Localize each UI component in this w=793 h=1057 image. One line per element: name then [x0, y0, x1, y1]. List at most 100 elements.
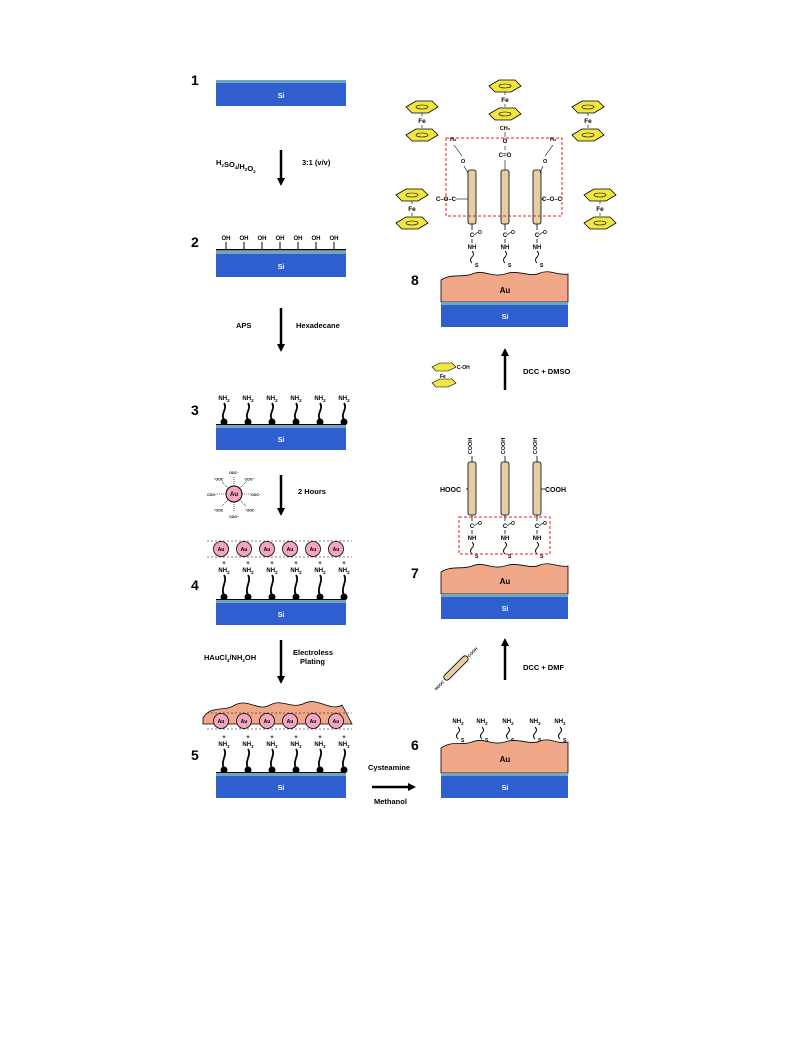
carboxyl-label: C-OH [457, 365, 470, 371]
step-number-7: 7 [411, 565, 419, 581]
svg-text:Au: Au [241, 547, 248, 553]
svg-text:OOC⁻: OOC⁻ [251, 493, 261, 497]
si-label: Si [502, 314, 509, 321]
si-label: Si [278, 612, 285, 619]
svg-text:Au: Au [287, 719, 294, 725]
nh2-group: NH2 [338, 396, 350, 403]
oh-group: OH [312, 236, 321, 242]
nh2-group: NH2 [452, 719, 464, 726]
svg-text:O: O [503, 139, 508, 145]
svg-text:+: + [222, 735, 226, 741]
nh2-group: NH2 [218, 396, 230, 403]
cooh-label: COOH [545, 487, 566, 494]
step-number-6: 6 [411, 737, 419, 753]
nh-group: NH [501, 245, 510, 251]
svg-text:Au: Au [218, 547, 225, 553]
svg-text:O: O [543, 159, 548, 165]
au-nanoparticle [236, 713, 252, 729]
fe-atom: Fe [408, 206, 416, 213]
nh2-group: NH2 [290, 742, 302, 749]
amide-highlight-box [458, 516, 551, 555]
nh2-group: NH2 [242, 396, 254, 403]
reagent-dcc-dmso: DCC + DMSO [523, 367, 570, 376]
au-nanoparticle [282, 541, 298, 557]
au-label: Au [500, 286, 511, 295]
nh2-group: NH2 [242, 742, 254, 749]
svg-text:O: O [543, 230, 547, 236]
nh2-group: NH2 [314, 568, 326, 575]
au-nanoparticle [282, 713, 298, 729]
svg-text:C: C [503, 524, 508, 530]
svg-text:OOC⁻: OOC⁻ [229, 471, 239, 475]
svg-text:O: O [511, 230, 515, 236]
au-nanoparticle [213, 713, 229, 729]
step-1-substrate: 1 Si [191, 72, 346, 106]
svg-text:+: + [342, 561, 346, 567]
nh2-group: NH2 [290, 396, 302, 403]
svg-text:+: + [342, 735, 346, 741]
nh-group: NH [501, 536, 510, 542]
au-nanoparticle [305, 541, 321, 557]
svg-text:S: S [540, 263, 544, 269]
svg-text:+: + [318, 735, 322, 741]
svg-text:Au: Au [310, 719, 317, 725]
svg-text:S: S [475, 554, 479, 560]
svg-text:C: C [470, 233, 475, 239]
nh2-group: NH2 [314, 742, 326, 749]
nh2-group: NH2 [314, 396, 326, 403]
nh2-group: NH2 [266, 742, 278, 749]
svg-text:COO⁻: COO⁻ [207, 493, 217, 497]
fe-atom: Fe [501, 97, 509, 104]
reagent-methanol: Methanol [374, 797, 407, 806]
arrow-step2-3: APS Hexadecane [236, 308, 340, 352]
svg-text:COO⁻: COO⁻ [245, 477, 255, 481]
nh2-group: NH2 [218, 568, 230, 575]
svg-text:Au: Au [241, 719, 248, 725]
nh-group: NH [533, 536, 542, 542]
au-nanoparticle [236, 541, 252, 557]
svg-text:C: C [470, 524, 475, 530]
svg-text:+: + [246, 561, 250, 567]
reagent-cysteamine: Cysteamine [368, 763, 410, 772]
svg-text:O: O [478, 521, 482, 527]
step-number-5: 5 [191, 747, 199, 763]
svg-text:S: S [508, 554, 512, 560]
svg-text:H₂: H₂ [550, 137, 557, 143]
oh-group: OH [240, 236, 249, 242]
nh2-group: NH2 [266, 568, 278, 575]
au-nanoparticle [305, 713, 321, 729]
au-nanoparticle [328, 541, 344, 557]
fe-atom: Fe [584, 118, 592, 125]
reagent-time: 2 Hours [298, 487, 326, 496]
svg-text:COOH: COOH [501, 438, 507, 455]
step-number-2: 2 [191, 234, 199, 250]
svg-text:+: + [270, 735, 274, 741]
svg-text:Au: Au [287, 547, 294, 553]
svg-text:S: S [475, 263, 479, 269]
si-label: Si [502, 606, 509, 613]
svg-text:O: O [478, 230, 482, 236]
svg-text:H₂: H₂ [450, 137, 457, 143]
svg-text:C: C [535, 524, 540, 530]
arrow-step6-7: HOOC COOH DCC + DMF [433, 638, 564, 691]
au-nanoparticle [259, 713, 275, 729]
svg-text:Au: Au [264, 547, 271, 553]
svg-text:COOH: COOH [468, 438, 474, 455]
nh2-group: NH2 [242, 568, 254, 575]
svg-text:+: + [270, 561, 274, 567]
svg-text:Au: Au [264, 719, 271, 725]
ester-highlight-box [445, 137, 563, 217]
nh2-group: NH2 [529, 719, 541, 726]
svg-text:Au: Au [333, 719, 340, 725]
reagent-piranha: H2SO4/H2O2 [216, 158, 256, 174]
